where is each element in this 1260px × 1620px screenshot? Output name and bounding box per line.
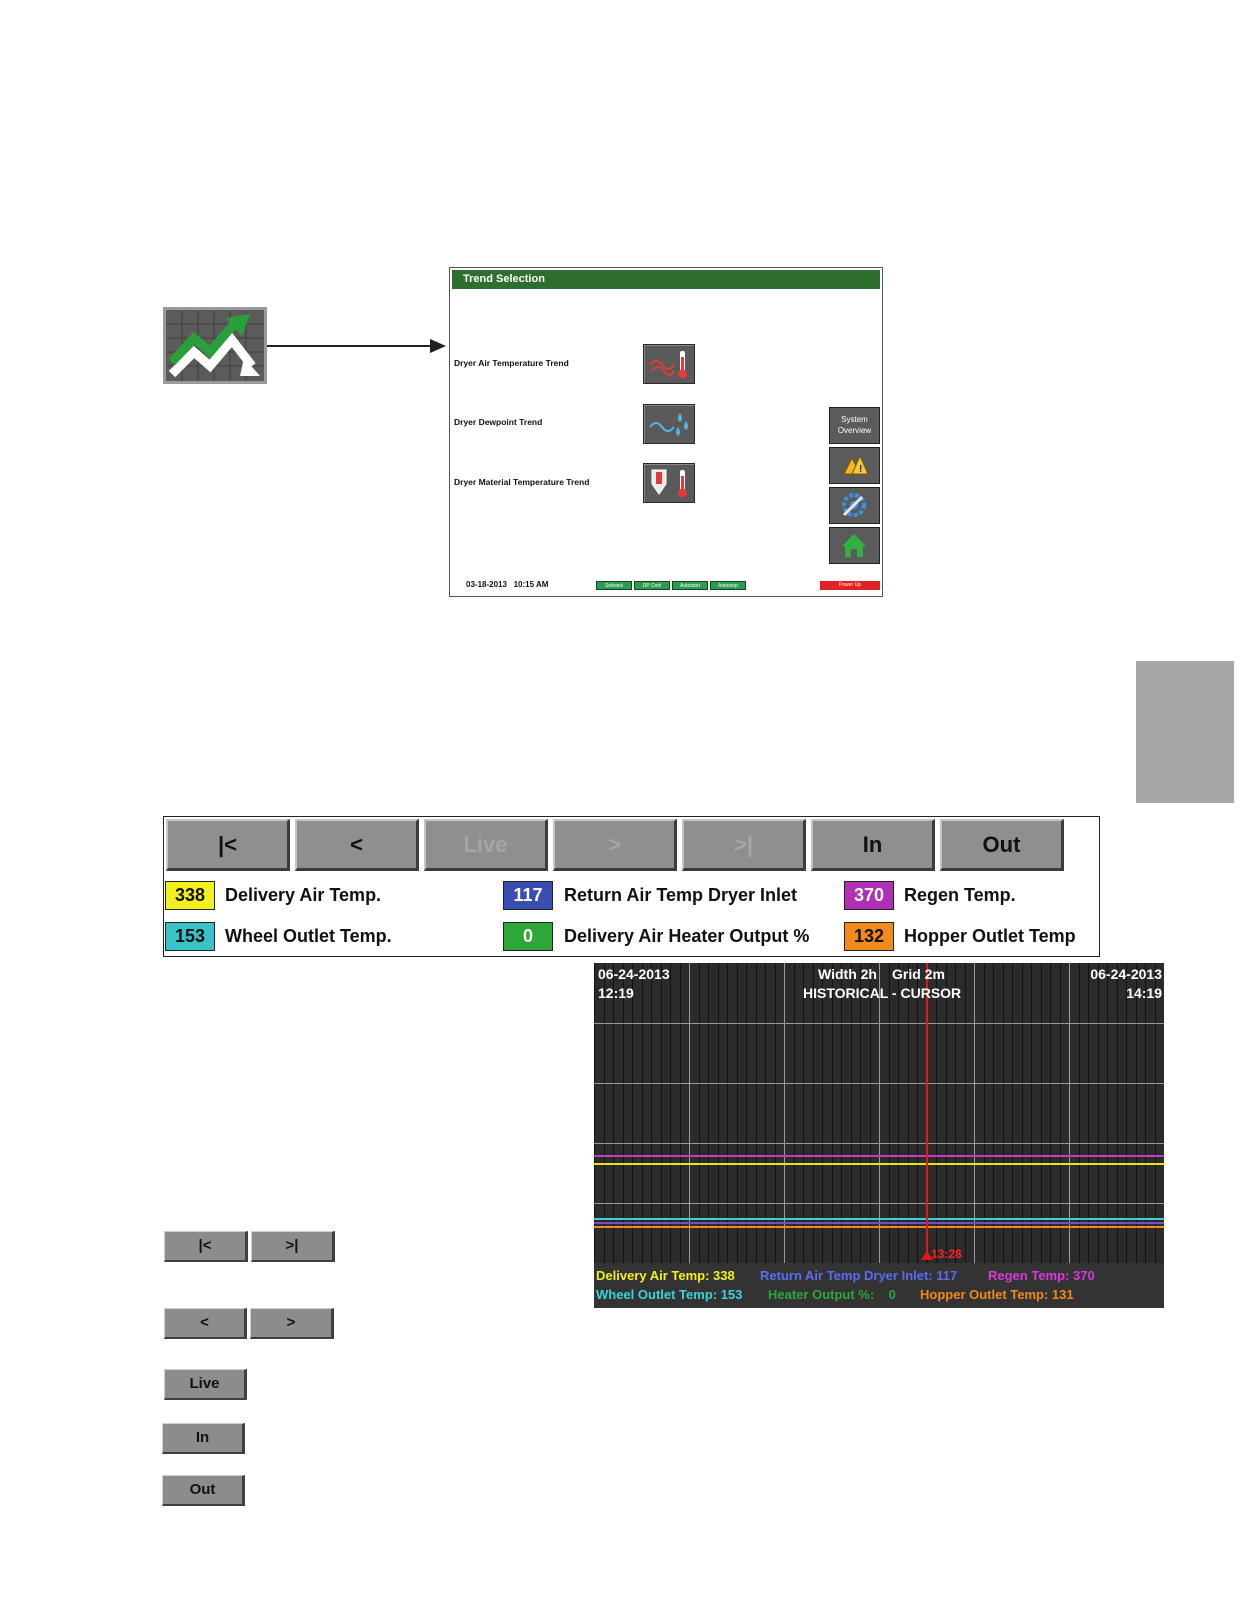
small-previous-button[interactable]: <	[164, 1308, 247, 1339]
setback-badge: Setback	[596, 581, 632, 590]
arrow-connector	[267, 345, 435, 347]
chart-legend-hopper-outlet: Hopper Outlet Temp: 131	[920, 1287, 1074, 1302]
autostart-badge: Autostart	[672, 581, 708, 590]
status-time: 10:15 AM	[513, 580, 549, 589]
next-button[interactable]: >	[553, 819, 677, 871]
home-button[interactable]	[829, 527, 880, 564]
return-air-temp-value: 117	[503, 881, 553, 910]
status-date: 03-18-2013	[466, 580, 507, 589]
chart-width-label: Width 2h	[818, 966, 877, 982]
cursor-time: 13:28	[931, 1247, 962, 1261]
chart-grid-label: Grid 2m	[892, 966, 945, 982]
regen-temp-value: 370	[844, 881, 894, 910]
air-temp-thermometer-icon	[649, 351, 687, 379]
trend-selection-screen: Trend Selection Dryer Air Temperature Tr…	[449, 267, 883, 597]
delivery-air-temp-label: Delivery Air Temp.	[225, 885, 382, 905]
home-icon	[842, 534, 866, 557]
screen-title: Trend Selection	[452, 270, 880, 289]
chart-start-time: 12:19	[598, 985, 634, 1001]
chart-start-date: 06-24-2013	[598, 966, 670, 982]
return-air-temp-label: Return Air Temp Dryer Inlet	[564, 885, 798, 905]
hopper-outlet-temp-label: Hopper Outlet Temp	[904, 926, 1076, 946]
previous-button[interactable]: <	[295, 819, 419, 871]
material-temp-thermometer-icon	[651, 469, 687, 498]
zoom-in-button[interactable]: In	[811, 819, 935, 871]
heater-output-value: 0	[503, 922, 553, 951]
chart-legend-delivery-air: Delivery Air Temp: 338	[596, 1268, 735, 1283]
hopper-outlet-temp-value: 132	[844, 922, 894, 951]
dewpoint-trend-button[interactable]	[643, 404, 695, 444]
chart-legend-wheel-outlet: Wheel Outlet Temp: 153	[596, 1287, 743, 1302]
material-temp-trend-label: Dryer Material Temperature Trend	[454, 477, 590, 487]
dewpoint-droplets-icon	[649, 413, 688, 436]
chart-legend-heater-output: Heater Output %: 0	[768, 1287, 896, 1302]
small-zoom-out-button[interactable]: Out	[162, 1475, 245, 1506]
air-temp-trend-button[interactable]	[643, 344, 695, 384]
chart-legend-return-air: Return Air Temp Dryer Inlet: 117	[760, 1268, 958, 1283]
small-last-button[interactable]: >|	[251, 1231, 335, 1262]
trend-launch-icon[interactable]	[163, 307, 267, 384]
alarm-button[interactable]: !	[829, 447, 880, 484]
power-up-badge: Power Up	[820, 581, 880, 590]
trend-control-panel: |< < Live > >| In Out 338 Delivery Air T…	[163, 816, 1100, 957]
trend-chart-icon	[166, 310, 264, 381]
live-button[interactable]: Live	[424, 819, 548, 871]
wheel-outlet-temp-label: Wheel Outlet Temp.	[225, 926, 392, 946]
small-first-button[interactable]: |<	[164, 1231, 248, 1262]
zoom-out-button[interactable]: Out	[940, 819, 1064, 871]
dewpoint-trend-label: Dryer Dewpoint Trend	[454, 417, 543, 427]
air-temp-trend-label: Dryer Air Temperature Trend	[454, 358, 569, 368]
small-live-button[interactable]: Live	[164, 1369, 247, 1400]
last-button[interactable]: >|	[682, 819, 806, 871]
dp-control-badge: DP Cntrl	[634, 581, 670, 590]
alarm-warning-icon: !	[843, 454, 869, 475]
chart-end-date: 06-24-2013	[1090, 966, 1162, 982]
status-datetime: 03-18-2013 10:15 AM	[466, 580, 548, 589]
chart-legend-regen: Regen Temp: 370	[988, 1268, 1095, 1283]
small-next-button[interactable]: >	[250, 1308, 334, 1339]
arrow-head-icon	[430, 339, 446, 353]
system-overview-button[interactable]: System Overview	[829, 407, 880, 444]
setup-button[interactable]	[829, 487, 880, 524]
chart-end-time: 14:19	[1126, 985, 1162, 1001]
autostop-badge: Autostop	[710, 581, 746, 590]
svg-text:!: !	[859, 464, 862, 475]
first-button[interactable]: |<	[166, 819, 290, 871]
wheel-outlet-temp-value: 153	[165, 922, 215, 951]
small-zoom-in-button[interactable]: In	[162, 1423, 245, 1454]
chart-legend: Delivery Air Temp: 338 Return Air Temp D…	[594, 1263, 1164, 1308]
trend-grid	[594, 963, 1164, 1263]
regen-temp-label: Regen Temp.	[904, 885, 1016, 905]
wrench-gear-icon	[842, 493, 866, 517]
trend-chart[interactable]: 06-24-2013 12:19 Width 2h Grid 2m HISTOR…	[594, 963, 1164, 1308]
cursor-marker-icon	[921, 1251, 933, 1260]
delivery-air-temp-value: 338	[165, 881, 215, 910]
chart-mode-label: HISTORICAL - CURSOR	[803, 985, 962, 1001]
heater-output-label: Delivery Air Heater Output %	[564, 926, 810, 946]
page-side-tab	[1136, 661, 1234, 803]
material-temp-trend-button[interactable]	[643, 463, 695, 503]
